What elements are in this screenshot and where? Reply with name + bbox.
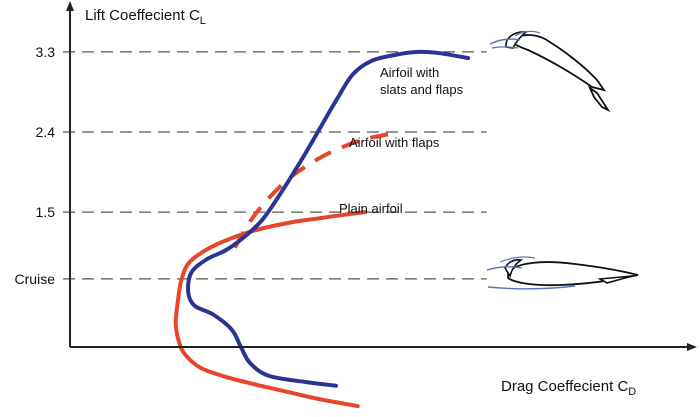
y-axis-title-subscript: L <box>200 15 206 27</box>
series-label: Plain airfoil <box>339 201 403 216</box>
series-label: slats and flaps <box>380 82 464 97</box>
series-label: Airfoil with flaps <box>349 135 440 150</box>
series-labels: Plain airfoil Airfoil with flaps Airfoil w… <box>339 65 464 216</box>
curves <box>173 49 471 409</box>
y-tick-label: 2.4 <box>36 124 56 140</box>
y-tick-label: 3.3 <box>36 44 56 60</box>
x-axis-title-main: Drag Coeffecient C <box>501 378 628 395</box>
x-axis-title: Drag Coeffecient CD <box>501 378 636 398</box>
y-axis-title: Lift Coeffecient CL <box>85 7 206 27</box>
y-tick-label: 1.5 <box>36 204 56 220</box>
y-tick-label: Cruise <box>15 271 56 287</box>
y-axis-title-main: Lift Coeffecient C <box>85 7 200 24</box>
series-line-airfoil-with-slats-and-flaps <box>186 49 471 388</box>
series-line-plain-airfoil <box>173 210 368 409</box>
slats-and-flaps-airfoil-icon <box>489 30 611 113</box>
x-axis-title-subscript: D <box>628 386 636 398</box>
series-label: Airfoil with <box>380 65 439 80</box>
series-line-airfoil-with-flaps <box>233 130 400 249</box>
cruise-airfoil-icon <box>486 256 639 290</box>
